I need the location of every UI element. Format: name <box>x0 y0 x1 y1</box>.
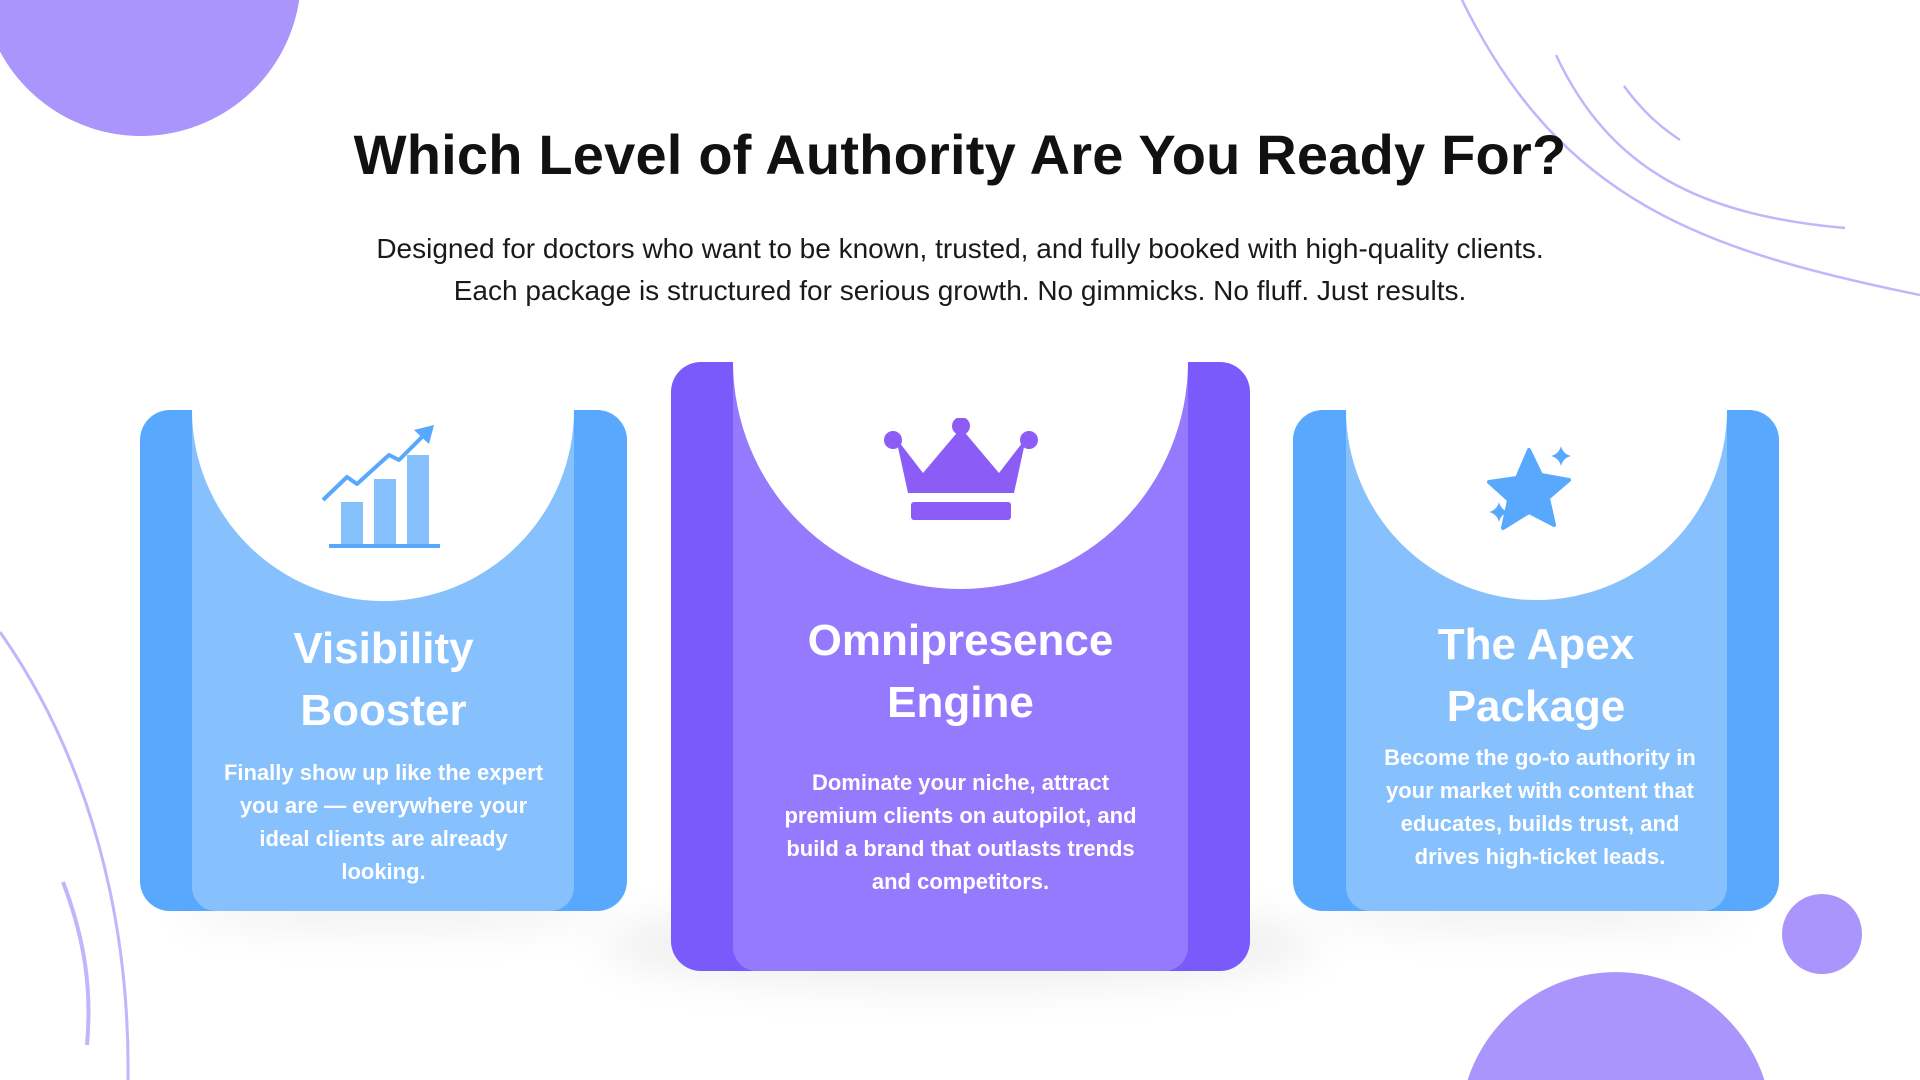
card-description: Dominate your niche, attract premium cli… <box>784 770 1137 894</box>
crown-icon <box>883 418 1038 520</box>
decor-line <box>0 631 130 1080</box>
page-title: Which Level of Authority Are You Ready F… <box>353 123 1567 186</box>
decor-line <box>61 881 91 1046</box>
card-description: Become the go-to authority in your marke… <box>1384 745 1696 869</box>
growth-chart-icon <box>321 425 440 548</box>
decor-circle-bottom <box>1467 972 1765 1080</box>
page-subtitle: Designed for doctors who want to be know… <box>0 228 1920 312</box>
subtitle-line: Each package is structured for serious g… <box>453 275 1467 306</box>
subtitle-line: Designed for doctors who want to be know… <box>376 233 1544 264</box>
card-description: Finally show up like the expert you are … <box>223 760 544 884</box>
star-sparkle-icon <box>1487 446 1571 530</box>
decor-circle-top-left <box>0 0 300 136</box>
decor-circle-small-right <box>1782 894 1862 974</box>
